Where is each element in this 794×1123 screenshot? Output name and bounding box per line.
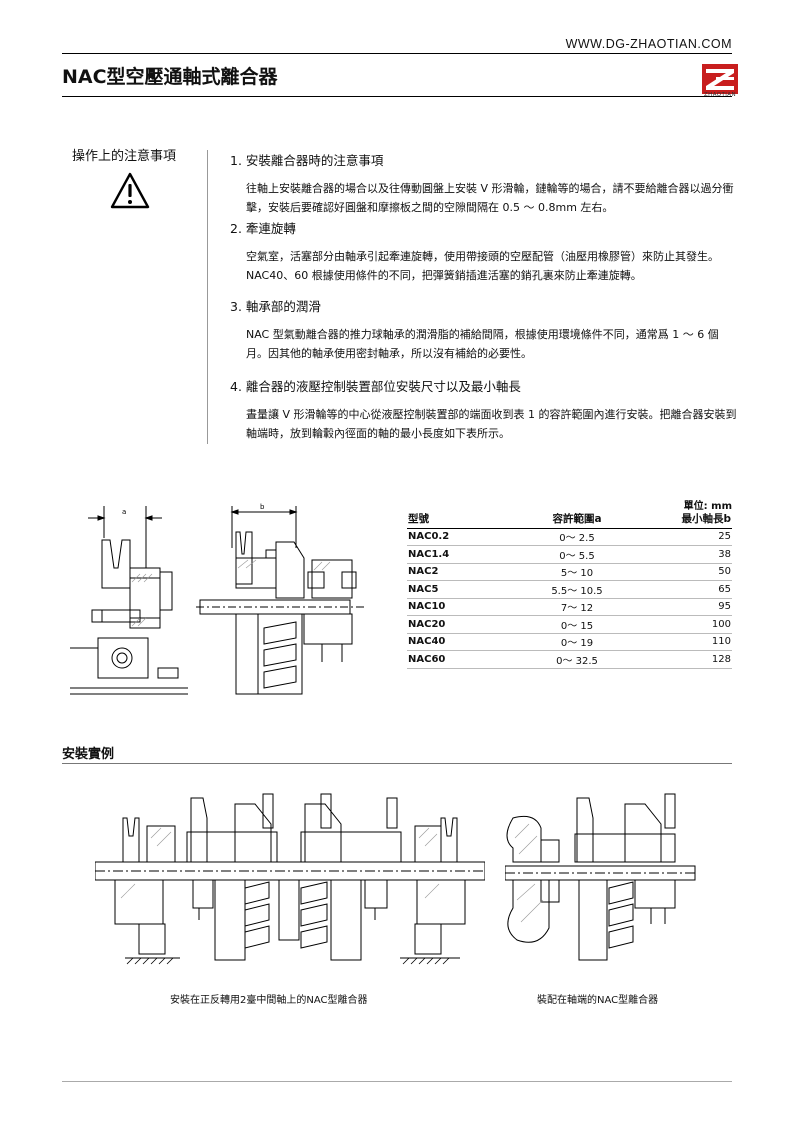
cell-model: NAC2 — [407, 563, 517, 581]
dim-a-label: a — [122, 508, 126, 516]
cell-model: NAC20 — [407, 615, 517, 634]
caption-dual-clutch: 安裝在正反轉用2臺中間軸上的NAC型離合器 — [170, 995, 368, 1006]
caution-body: NAC 型氣動離合器的推力球軸承的潤滑脂的補給間隔，根據使用環境條件不同，通常爲… — [246, 328, 719, 360]
dim-b-label: b — [260, 503, 265, 511]
dimension-a-drawing: a — [70, 506, 188, 695]
cell-range: 0～ 5.5 — [517, 545, 637, 564]
cell-model: NAC10 — [407, 598, 517, 616]
examples-heading: 安裝實例 — [62, 747, 115, 762]
cell-range: 0～ 32.5 — [517, 650, 637, 669]
logo-wordmark: ZHAOTIAN — [704, 92, 736, 98]
table-unit: 單位: mm — [683, 501, 732, 512]
cell-min-length: 38 — [637, 545, 732, 564]
cell-min-length: 110 — [637, 633, 732, 651]
dual-clutch-intermediate-shaft-drawing — [95, 793, 485, 965]
cell-min-length: 65 — [637, 580, 732, 599]
caution-body: 往軸上安裝離合器的場合以及往傳動圓盤上安裝 V 形滑輪，鏈輪等的場合，請不要給離… — [246, 182, 734, 214]
dimension-b-drawing: b — [196, 503, 366, 695]
section-vertical-rule — [207, 150, 208, 444]
caution-title: 1. 安裝離合器時的注意事項 — [230, 153, 384, 168]
footer-divider — [62, 1081, 732, 1082]
cell-range: 7～ 12 — [517, 598, 637, 616]
column-header-range: 容許範圍a — [517, 510, 637, 529]
cell-min-length: 25 — [637, 528, 732, 546]
caution-item-1: 1. 安裝離合器時的注意事項 往軸上安裝離合器的場合以及往傳動圓盤上安裝 V 形… — [230, 150, 740, 217]
caption-shaft-end: 裝配在軸端的NAC型離合器 — [537, 995, 659, 1006]
cell-model: NAC1.4 — [407, 545, 517, 564]
cell-range: 0～ 2.5 — [517, 528, 637, 546]
top-divider — [62, 53, 732, 54]
warning-icon — [110, 172, 150, 209]
caution-title: 2. 牽連旋轉 — [230, 221, 296, 236]
column-header-min-length: 最小軸長b — [637, 510, 732, 529]
shaft-end-clutch-drawing — [505, 793, 696, 961]
cell-min-length: 95 — [637, 598, 732, 616]
cautions-heading: 操作上的注意事項 — [72, 149, 177, 164]
examples-divider — [62, 763, 732, 764]
cell-model: NAC0.2 — [407, 528, 517, 546]
caution-body: 晝量讓 V 形滑輪等的中心從液壓控制裝置部的端面收到表 1 的容許範圍內進行安裝… — [246, 408, 737, 440]
caution-item-4: 4. 離合器的液壓控制裝置部位安裝尺寸以及最小軸長 晝量讓 V 形滑輪等的中心從… — [230, 376, 740, 443]
cell-min-length: 50 — [637, 563, 732, 581]
caution-item-2: 2. 牽連旋轉 空氣室，活塞部分由軸承引起牽連旋轉，使用帶接頭的空壓配管（油壓用… — [230, 218, 740, 285]
title-divider — [62, 96, 732, 97]
page-title: NAC型空壓通軸式離合器 — [62, 66, 278, 88]
cell-range: 5～ 10 — [517, 563, 637, 581]
cell-range: 0～ 19 — [517, 633, 637, 651]
caution-body: 空氣室，活塞部分由軸承引起牽連旋轉，使用帶接頭的空壓配管（油壓用橡膠管）來防止其… — [246, 250, 719, 282]
table-header-row: 型號 容許範圍a 最小軸長b — [407, 510, 732, 529]
caution-title: 3. 軸承部的潤滑 — [230, 299, 321, 314]
column-header-model: 型號 — [407, 510, 517, 529]
cell-model: NAC5 — [407, 580, 517, 599]
caution-title: 4. 離合器的液壓控制裝置部位安裝尺寸以及最小軸長 — [230, 379, 521, 394]
zhaotian-logo — [702, 64, 738, 94]
cell-range: 0～ 15 — [517, 615, 637, 634]
cell-model: NAC60 — [407, 650, 517, 669]
cell-min-length: 100 — [637, 615, 732, 634]
caution-item-3: 3. 軸承部的潤滑 NAC 型氣動離合器的推力球軸承的潤滑脂的補給間隔，根據使用… — [230, 296, 740, 363]
cell-min-length: 128 — [637, 650, 732, 669]
cell-range: 5.5～ 10.5 — [517, 580, 637, 599]
cell-model: NAC40 — [407, 633, 517, 651]
website-url[interactable]: WWW.DG-ZHAOTIAN.COM — [565, 37, 732, 51]
